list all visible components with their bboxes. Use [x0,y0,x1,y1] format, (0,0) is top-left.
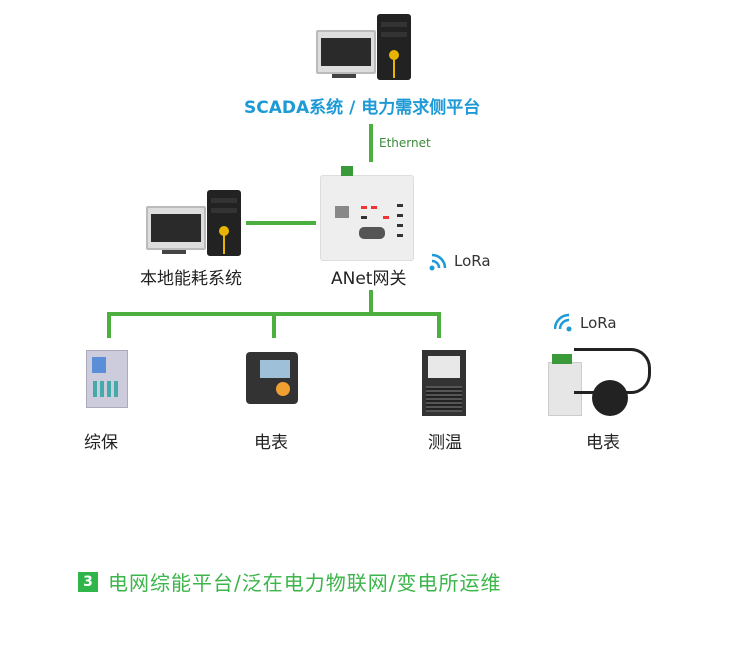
local-system-label: 本地能耗系统 [140,269,242,289]
section-number-badge: 3 [78,571,98,592]
device-label-1: 综保 [84,433,118,453]
bus-drop-3 [437,312,441,338]
device-label-3: 测温 [428,433,462,453]
lora-device-badge: LoRa [554,312,617,334]
lora-gateway-badge: LoRa [428,250,491,272]
device-label-4: 电表 [586,433,620,453]
scada-title: SCADA系统 / 电力需求侧平台 [244,98,481,118]
bus-drop-1 [107,312,111,338]
wifi-signal-icon [554,313,572,332]
section-title: 电网综能平台/泛在电力物联网/变电所运维 [108,571,502,595]
local-link-line [246,221,316,225]
gateway-label: ANet网关 [331,269,407,289]
bus-down-line [369,290,373,314]
power-meter-icon [246,352,298,404]
wireless-meter-icon [544,340,654,420]
lora-gateway-label: LoRa [454,252,491,270]
temperature-sensor-icon [422,350,466,416]
bus-drop-2 [272,312,276,338]
device-label-2: 电表 [254,433,288,453]
lora-device-label: LoRa [580,314,617,332]
anet-gateway-icon [320,166,414,261]
wifi-signal-icon [429,253,447,271]
section-heading: 3 电网综能平台/泛在电力物联网/变电所运维 [78,567,501,596]
ethernet-label: Ethernet [379,136,431,150]
protection-relay-icon [86,350,128,408]
ethernet-line [369,124,373,162]
